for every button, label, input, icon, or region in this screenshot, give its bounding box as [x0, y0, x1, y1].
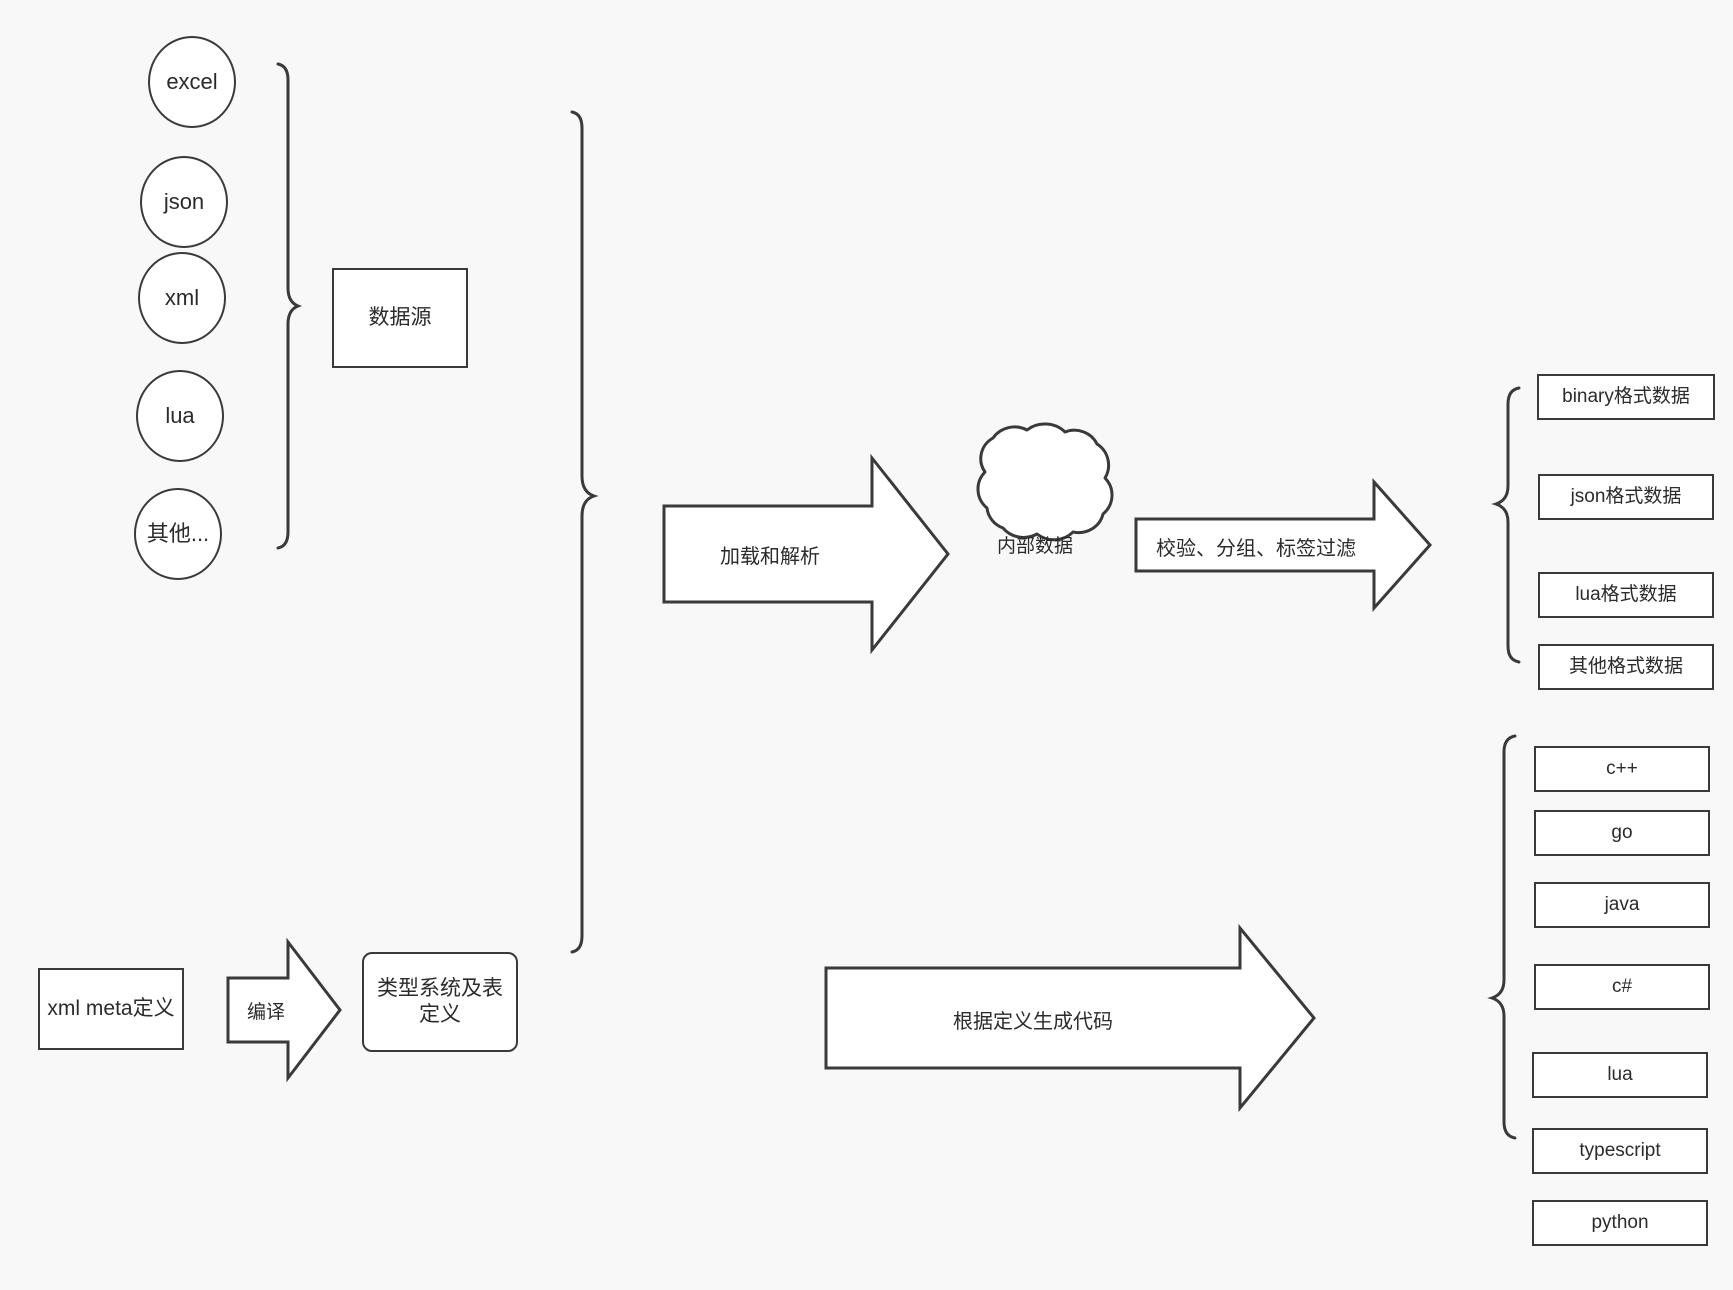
- data-source-xml[interactable]: xml: [138, 252, 226, 344]
- data-source-group-label: 数据源: [368, 305, 432, 329]
- xml-meta-definition-box[interactable]: xml meta定义: [38, 968, 184, 1050]
- output-format-lua[interactable]: lua格式数据: [1538, 572, 1714, 618]
- output-language-csharp[interactable]: c#: [1534, 964, 1710, 1010]
- output-language-label: lua: [1607, 1064, 1633, 1086]
- compile-arrow-label-wrap: 编译: [226, 990, 306, 1030]
- output-format-binary[interactable]: binary格式数据: [1537, 374, 1715, 420]
- output-format-label: 其他格式数据: [1568, 656, 1683, 678]
- brace-data-formats: [1491, 386, 1521, 664]
- output-language-java[interactable]: java: [1534, 882, 1710, 928]
- data-source-label: xml: [164, 285, 200, 311]
- output-language-label: go: [1611, 822, 1633, 844]
- load-arrow-label-wrap: 加载和解析: [670, 530, 870, 578]
- output-language-label: java: [1604, 894, 1640, 916]
- output-format-json[interactable]: json格式数据: [1538, 474, 1714, 520]
- brace-data-sources: [276, 62, 303, 550]
- data-source-lua[interactable]: lua: [136, 370, 224, 462]
- output-language-label: typescript: [1579, 1140, 1661, 1162]
- data-source-label: lua: [165, 403, 195, 429]
- output-language-lua[interactable]: lua: [1532, 1052, 1708, 1098]
- type-system-definition-label: 类型系统及表定义: [377, 976, 503, 1026]
- data-source-json[interactable]: json: [140, 156, 228, 248]
- output-language-typescript[interactable]: typescript: [1532, 1128, 1708, 1174]
- output-format-other[interactable]: 其他格式数据: [1538, 644, 1714, 690]
- data-source-other[interactable]: 其他...: [134, 488, 222, 580]
- data-source-label: 其他...: [146, 521, 210, 547]
- xml-meta-definition-label: xml meta定义: [47, 996, 175, 1020]
- type-system-definition-box[interactable]: 类型系统及表定义: [362, 952, 518, 1052]
- output-language-label: c#: [1611, 976, 1633, 998]
- internal-data-label: 内部数据: [996, 535, 1073, 557]
- codegen-arrow-label: 根据定义生成代码: [953, 1010, 1113, 1033]
- data-source-label: excel: [166, 69, 218, 95]
- filter-arrow-label-wrap: 校验、分组、标签过滤: [1140, 524, 1372, 568]
- brace-inputs: [570, 110, 599, 954]
- output-format-label: binary格式数据: [1562, 386, 1690, 408]
- compile-arrow-label: 编译: [246, 1001, 285, 1023]
- output-language-python[interactable]: python: [1532, 1200, 1708, 1246]
- output-language-cpp[interactable]: c++: [1534, 746, 1710, 792]
- output-language-label: c++: [1606, 758, 1638, 780]
- filter-arrow-label: 校验、分组、标签过滤: [1156, 537, 1356, 560]
- output-format-label: json格式数据: [1570, 486, 1682, 508]
- brace-languages: [1487, 734, 1517, 1140]
- output-language-label: python: [1591, 1212, 1649, 1234]
- output-language-go[interactable]: go: [1534, 810, 1710, 856]
- output-format-label: lua格式数据: [1575, 584, 1677, 606]
- codegen-arrow-label-wrap: 根据定义生成代码: [830, 996, 1236, 1042]
- load-arrow-label: 加载和解析: [720, 545, 820, 568]
- data-source-excel[interactable]: excel: [148, 36, 236, 128]
- data-source-group-box[interactable]: 数据源: [332, 268, 468, 368]
- data-source-label: json: [163, 189, 205, 215]
- internal-data-label-wrap: 内部数据: [980, 522, 1090, 566]
